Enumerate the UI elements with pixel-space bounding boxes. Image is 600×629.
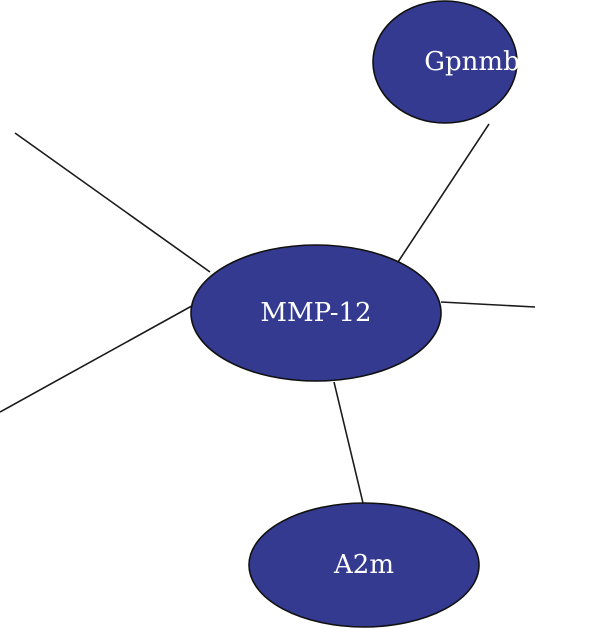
edge-center-to-lower-left bbox=[0, 296, 209, 413]
node-mmp12-label: MMP-12 bbox=[260, 298, 371, 328]
edge-center-to-gpnmb bbox=[397, 123, 490, 263]
edge-center-to-a2m bbox=[333, 381, 364, 504]
node-a2m-label: A2m bbox=[333, 550, 394, 580]
node-mmp12-shape bbox=[190, 244, 442, 382]
node-gpnmb-shape bbox=[372, 0, 518, 124]
node-mmp12[interactable]: MMP-12 bbox=[190, 244, 442, 382]
node-gpnmb[interactable]: Gpnmb bbox=[372, 0, 520, 124]
edge-center-to-right bbox=[440, 301, 536, 308]
node-gpnmb-label: Gpnmb bbox=[424, 47, 519, 77]
edge-center-to-upper-left bbox=[14, 132, 211, 273]
node-a2m[interactable]: A2m bbox=[248, 502, 480, 628]
node-a2m-shape bbox=[248, 502, 480, 628]
